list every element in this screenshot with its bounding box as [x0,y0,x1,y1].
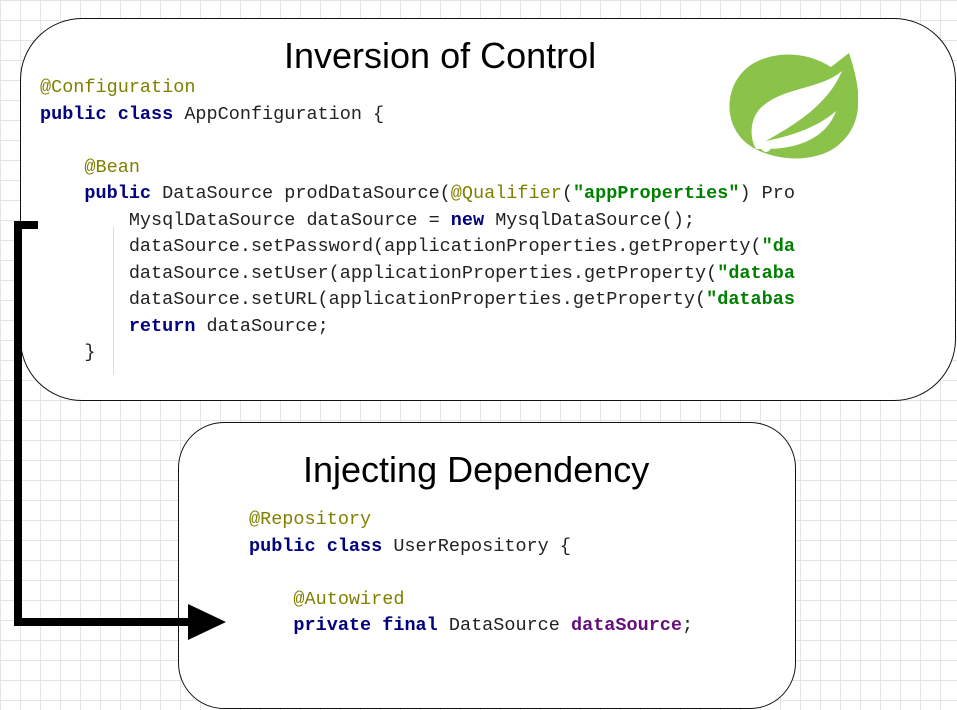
app-configuration-code: @Configuration public class AppConfigurat… [40,75,834,367]
code-token: AppConfiguration { [184,103,385,125]
code-token: @Bean [84,156,140,178]
arrowhead-icon [188,604,226,640]
code-line: } [40,340,834,367]
code-token: ; [682,615,694,636]
code-line: MysqlDataSource dataSource = new MysqlDa… [40,208,834,235]
code-token: } [40,342,96,363]
code-token: new [450,209,496,231]
code-token: "databas [706,289,795,310]
code-token: UserRepository { [393,535,571,557]
inversion-of-control-box: Inversion of Control @Configuration publi… [20,18,956,401]
code-token: "appProperties" [572,183,740,204]
code-line: dataSource.setURL(applicationProperties.… [40,287,834,314]
user-repository-code: @Repository public class UserRepository {… [249,507,769,640]
code-line: private final DataSource dataSource; [249,613,769,640]
code-token: dataSource; [206,315,329,337]
code-token: DataSource [448,615,571,636]
code-token: dataSource.setURL(applicationProperties.… [40,289,707,310]
code-line: @Repository [249,507,769,534]
code-token: @Autowired [293,588,405,610]
code-line: dataSource.setUser(applicationProperties… [40,261,834,288]
code-line: public class AppConfiguration { [40,102,834,129]
code-token: dataSource.setUser(applicationProperties… [40,262,718,284]
code-token: MysqlDataSource(); [495,209,696,231]
code-line: public class UserRepository { [249,534,769,561]
code-token: "databa [717,262,795,284]
code-token: @Qualifier [450,183,562,204]
ioc-title: Inversion of Control [284,35,597,76]
code-line: dataSource.setPassword(applicationProper… [40,234,834,261]
code-line: @Bean [40,155,834,182]
code-token: DataSource prodDataSource( [162,183,451,204]
code-token: private final [293,615,449,636]
code-line: public DataSource prodDataSource(@Qualif… [40,181,834,208]
code-line: @Autowired [249,587,769,614]
code-token: public class [249,535,394,557]
code-line: return dataSource; [40,314,834,341]
code-token: dataSource.setPassword(applicationProper… [40,236,762,257]
code-token: ) Pro [739,183,795,204]
injecting-dependency-box: Injecting Dependency @Repository public c… [178,422,796,709]
indent-guide [113,227,114,375]
code-token: public class [40,103,185,125]
code-token: "da [761,236,795,257]
code-token: MysqlDataSource dataSource = [40,209,451,231]
code-token: dataSource [570,615,683,636]
code-token: @Repository [249,509,372,530]
code-token: ( [561,183,573,204]
code-line: @Configuration [40,75,834,102]
code-token: public [84,183,163,204]
dependency-title: Injecting Dependency [303,449,650,490]
code-token: return [128,315,207,337]
spring-leaf-logo-icon [729,53,858,159]
code-token: @Configuration [40,77,196,98]
